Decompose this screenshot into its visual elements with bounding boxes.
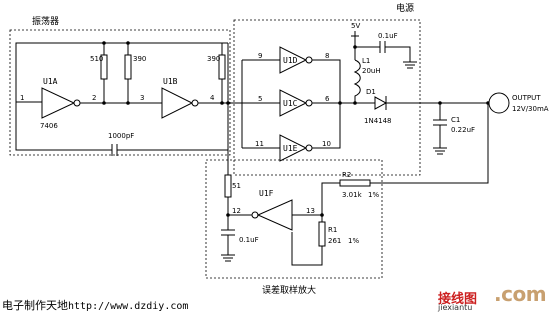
r2-tol: 1% — [368, 191, 379, 199]
site-name-cn: 电子制作天地 — [2, 299, 68, 312]
vcc-label: 5V — [351, 22, 360, 30]
l1-name: L1 — [362, 57, 370, 65]
gate-u1c-bubble — [305, 99, 313, 107]
site-url: http://www.dzdiy.com — [68, 301, 189, 312]
resistor-r1 — [318, 221, 326, 247]
r1-name: R1 — [328, 226, 337, 234]
gate-u1d — [279, 46, 308, 74]
u1e-label: U1E — [283, 144, 298, 153]
site-credit: 电子制作天地http://www.dzdiy.com — [2, 297, 188, 313]
junction-r510-top — [102, 41, 106, 45]
pin-13: 13 — [306, 207, 315, 215]
r510-value: 510 — [90, 55, 103, 63]
r1-value: 261 — [328, 237, 341, 245]
r390b-value: 390 — [207, 55, 220, 63]
resistor-390a — [124, 54, 132, 80]
r2-name: R2 — [342, 171, 351, 179]
watermark-pinyin: jiexiantu — [438, 303, 473, 312]
output-terminal — [488, 92, 510, 114]
pin-12: 12 — [232, 207, 241, 215]
u1d-label: U1D — [283, 56, 298, 65]
gate-u1d-bubble — [305, 56, 313, 64]
feedback-wire — [370, 103, 489, 184]
u1c-label: U1C — [283, 99, 298, 108]
gate-bank-right — [312, 59, 341, 149]
power-title: 电源 — [396, 2, 414, 14]
u1a-label: U1A — [43, 77, 58, 86]
capacitor-top — [379, 41, 386, 53]
c-top-value: 0.1uF — [378, 32, 398, 40]
pin-3: 3 — [140, 94, 144, 102]
vcc-symbol — [351, 31, 359, 37]
diode-d1 — [374, 96, 388, 110]
junction-pin12 — [226, 213, 230, 217]
gate-u1f — [256, 199, 293, 231]
junction-r390a-top — [126, 41, 130, 45]
junction-pin6 — [338, 101, 342, 105]
power-box — [233, 19, 421, 176]
resistor-51 — [224, 174, 232, 198]
gate-u1e-bubble — [305, 144, 313, 152]
gate-u1b-bubble — [191, 99, 199, 107]
output-rating: 12V/30mA — [512, 105, 549, 113]
d1-part: 1N4148 — [364, 117, 392, 125]
pin-6: 6 — [325, 95, 330, 103]
c1-value: 0.22uF — [451, 126, 475, 134]
u1a-part: 7406 — [40, 122, 58, 130]
pin-8: 8 — [325, 52, 329, 60]
pin-11: 11 — [255, 140, 264, 148]
oscillator-title: 振荡器 — [32, 15, 59, 27]
gate-u1a — [41, 87, 76, 119]
c-bottom-value: 0.1uF — [239, 236, 259, 244]
gate-u1e — [279, 134, 308, 162]
r1-lead-bot — [291, 232, 323, 266]
gate-u1b — [161, 87, 194, 119]
gate-u1a-bubble — [73, 99, 81, 107]
junction-pin13 — [320, 213, 324, 217]
watermark-com: .com — [494, 282, 547, 306]
capacitor-1000pf — [111, 144, 118, 156]
ground-c1 — [433, 147, 447, 155]
pin-4: 4 — [210, 94, 215, 102]
wire-cap-top-gnd — [385, 46, 411, 62]
c1-name: C1 — [451, 116, 460, 124]
d1-name: D1 — [366, 88, 376, 96]
capacitor-c1 — [433, 103, 447, 148]
oscillator-box — [9, 29, 231, 156]
inductor-l1 — [353, 59, 361, 103]
r51-value: 51 — [232, 182, 241, 190]
wire-cap-left — [15, 102, 112, 151]
capacitor-bottom — [221, 229, 235, 236]
pin-10: 10 — [322, 140, 331, 148]
wire-divider-top — [321, 182, 340, 215]
error-amp-title: 误差取样放大 — [262, 284, 316, 296]
output-label: OUTPUT — [512, 94, 541, 102]
r1-tol: 1% — [348, 237, 359, 245]
pin-2: 2 — [92, 94, 96, 102]
pin-1: 1 — [20, 94, 24, 102]
pin-5: 5 — [258, 95, 262, 103]
osc-top-rail — [15, 42, 228, 102]
c1000-value: 1000pF — [108, 132, 134, 140]
watermark-logo: 接线图 .com jiexiantu — [438, 282, 556, 314]
u1f-label: U1F — [259, 189, 274, 198]
pin-9: 9 — [258, 52, 262, 60]
l1-value: 20uH — [362, 67, 381, 75]
ground-top — [403, 61, 417, 69]
watermark-cn: 接线图 — [438, 292, 478, 307]
gate-u1c — [279, 89, 308, 117]
r2-value: 3.01k — [342, 191, 363, 199]
r390a-value: 390 — [133, 55, 146, 63]
error-amp-box — [205, 159, 383, 279]
resistor-r2 — [339, 179, 371, 187]
ground-bottom — [221, 254, 235, 262]
u1b-label: U1B — [163, 77, 178, 86]
junction-pin4 — [220, 101, 224, 105]
junction-vcc — [353, 45, 357, 49]
